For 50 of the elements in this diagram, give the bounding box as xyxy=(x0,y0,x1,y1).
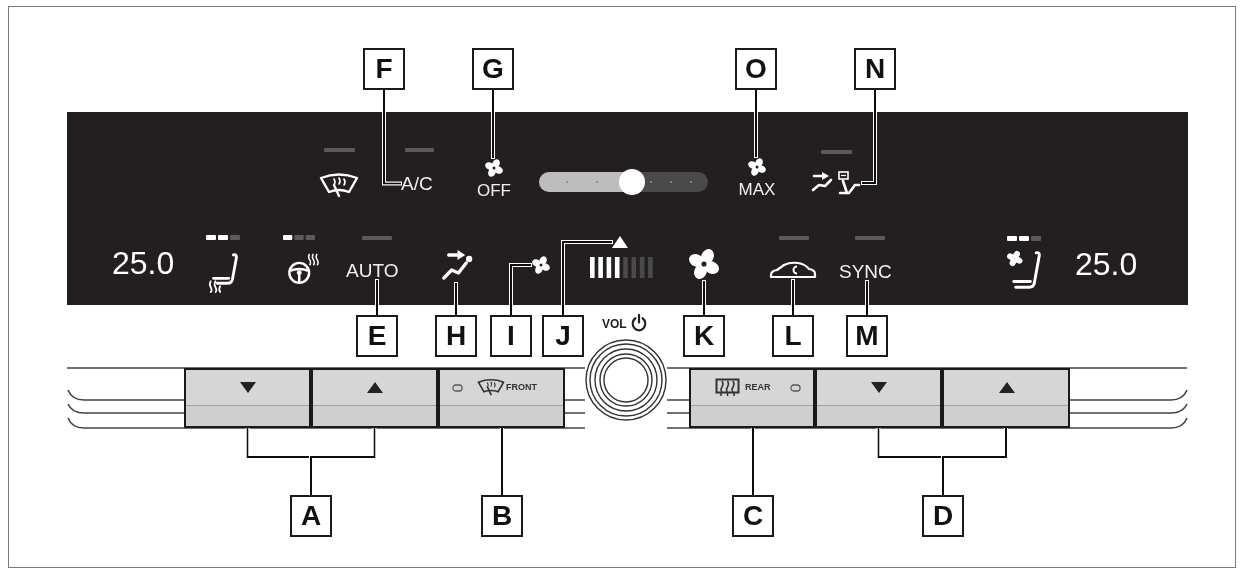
leader-line xyxy=(455,282,457,316)
callout-letter: K xyxy=(683,315,725,357)
temperature-readout: 25.0 xyxy=(1075,248,1138,280)
volume-label: VOL xyxy=(602,318,627,330)
fan-control: OFF xyxy=(474,158,514,199)
display-label: SYNC xyxy=(839,262,892,281)
callout-letter: B xyxy=(481,495,523,537)
callout-letter: F xyxy=(363,48,405,90)
leader-line xyxy=(510,264,532,316)
callout-letter: M xyxy=(846,315,888,357)
callout-letter: D xyxy=(922,495,964,537)
leader-line xyxy=(866,280,868,316)
panel-button: REAR xyxy=(689,368,815,428)
fan-icon xyxy=(687,247,721,281)
leader-line xyxy=(942,427,1007,496)
leader-line xyxy=(562,241,613,316)
leader-line xyxy=(376,279,378,316)
callout-letter: N xyxy=(854,48,896,90)
leader-line xyxy=(755,89,757,158)
callout-letter: L xyxy=(772,315,814,357)
callout-letter: C xyxy=(732,495,774,537)
panel-button xyxy=(815,368,942,428)
car-icon xyxy=(769,260,817,280)
seat-airflow-icon xyxy=(810,170,862,196)
leader-line xyxy=(792,279,794,316)
fan-control: MAX xyxy=(733,157,781,198)
triangle-icon xyxy=(612,236,628,248)
leader-line xyxy=(310,427,376,496)
leader-line xyxy=(752,427,754,496)
leader-line xyxy=(492,89,494,159)
temperature-readout: 25.0 xyxy=(112,247,175,279)
callout-letter: I xyxy=(490,315,532,357)
leader-line xyxy=(703,280,705,316)
callout-letter: J xyxy=(542,315,584,357)
callout-letter: G xyxy=(472,48,514,90)
callout-letter: A xyxy=(290,495,332,537)
leader-line xyxy=(383,89,402,185)
airflow-icon xyxy=(439,247,474,283)
display-label: AUTO xyxy=(346,261,399,280)
panel-button: FRONT xyxy=(438,368,565,428)
panel-button xyxy=(942,368,1070,428)
callout-letter: H xyxy=(435,315,477,357)
display-label: A/C xyxy=(401,174,433,193)
callout-letter: E xyxy=(356,315,398,357)
leader-line xyxy=(501,427,503,496)
fan-icon xyxy=(531,255,551,275)
panel-button xyxy=(184,368,311,428)
leader-line xyxy=(861,89,876,184)
callout-letter: O xyxy=(735,48,777,90)
panel-button xyxy=(311,368,438,428)
